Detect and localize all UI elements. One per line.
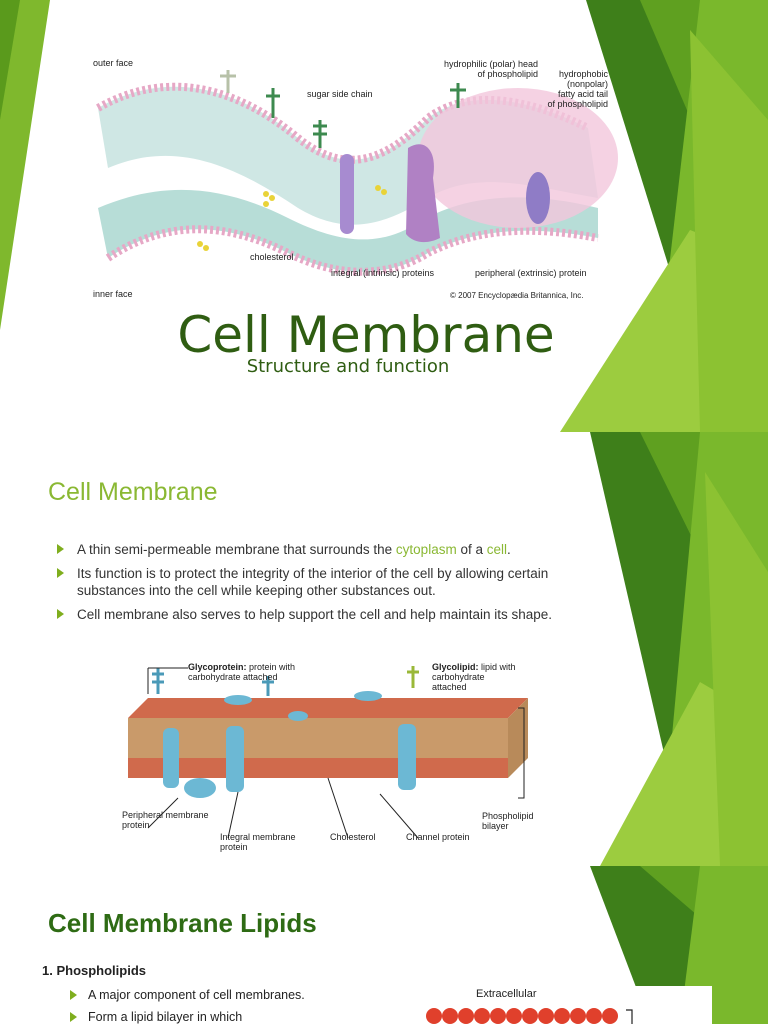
bullet-arrow-icon bbox=[57, 609, 64, 619]
label-hydrophobic-tail: hydrophobic (nonpolar) fatty acid tail o… bbox=[547, 69, 608, 109]
membrane-bilayer-illustration bbox=[128, 666, 528, 839]
label-channel-protein: Channel protein bbox=[406, 832, 470, 842]
bullet-text: Cell membrane also serves to help suppor… bbox=[77, 607, 553, 622]
label-sugar-side-chain: sugar side chain bbox=[307, 89, 373, 99]
glycolipid-term: Glycolipid: bbox=[432, 662, 479, 672]
bullet-item: Form a lipid bilayer in which bbox=[70, 1010, 305, 1024]
bullet-arrow-icon bbox=[70, 1012, 77, 1022]
slide-1: outer face inner face sugar side chain h… bbox=[0, 0, 768, 432]
label-glycoprotein: Glycoprotein: protein with carbohydrate … bbox=[188, 662, 295, 682]
bullet-text: A thin semi-permeable membrane that surr… bbox=[77, 542, 396, 557]
label-outer-face: outer face bbox=[93, 58, 134, 68]
label-hydrophilic-head: hydrophilic (polar) head of phospholipid bbox=[443, 59, 538, 79]
phospholipids-heading: 1. Phospholipids bbox=[42, 963, 147, 978]
glycolipid-desc: lipid with carbohydrate attached bbox=[432, 662, 516, 692]
label-peripheral-membrane-protein: Peripheral membrane protein bbox=[122, 810, 209, 830]
cell-link[interactable]: cell bbox=[486, 542, 507, 557]
phospholipid-heads-row bbox=[426, 1008, 633, 1024]
membrane-3d-illustration bbox=[96, 70, 618, 276]
slide-2-title: Cell Membrane bbox=[48, 478, 218, 506]
bullet-item: Its function is to protect the integrity… bbox=[57, 565, 597, 599]
label-cholesterol-2: Cholesterol bbox=[330, 832, 376, 842]
bullet-text: Its function is to protect the integrity… bbox=[77, 566, 549, 598]
label-glycolipid: Glycolipid: lipid with carbohydrate atta… bbox=[432, 662, 516, 692]
phospholipid-bilayer-figure: Extracellular bbox=[420, 986, 712, 1024]
label-phospholipid-bilayer: Phospholipid bilayer bbox=[482, 811, 534, 831]
glycoprotein-desc: protein with carbohydrate attached bbox=[188, 662, 296, 682]
slide-1-title: Cell Membrane bbox=[177, 306, 555, 364]
copyright-text: © 2007 Encyclopædia Britannica, Inc. bbox=[450, 291, 584, 300]
bullet-arrow-icon bbox=[57, 568, 64, 578]
bullet-text: . bbox=[507, 542, 511, 557]
slide-3-title: Cell Membrane Lipids bbox=[48, 908, 317, 938]
bullet-item: A major component of cell membranes. bbox=[70, 988, 305, 1003]
glycoprotein-term: Glycoprotein: bbox=[188, 662, 247, 672]
bullet-arrow-icon bbox=[57, 544, 64, 554]
bullet-arrow-icon bbox=[70, 990, 77, 1000]
slide-3: Cell Membrane Lipids 1. Phospholipids A … bbox=[0, 866, 768, 1024]
slide-1-subtitle: Structure and function bbox=[246, 356, 450, 377]
bullet-item: Cell membrane also serves to help suppor… bbox=[57, 606, 597, 623]
label-extracellular: Extracellular bbox=[476, 988, 537, 1000]
slide-3-bullet-list: A major component of cell membranes. For… bbox=[70, 988, 305, 1024]
label-integral-proteins: integral (intrinsic) proteins bbox=[331, 268, 435, 278]
cytoplasm-link[interactable]: cytoplasm bbox=[395, 542, 457, 557]
label-inner-face: inner face bbox=[93, 289, 133, 299]
bullet-text: Form a lipid bilayer in which bbox=[88, 1010, 243, 1024]
bullet-text: A major component of cell membranes. bbox=[88, 988, 305, 1002]
label-peripheral-protein: peripheral (extrinsic) protein bbox=[475, 268, 587, 278]
slide-2-bullet-list: A thin semi-permeable membrane that surr… bbox=[57, 541, 597, 630]
bullet-text: of a bbox=[456, 542, 487, 557]
label-cholesterol: cholesterol bbox=[250, 252, 294, 262]
bullet-item: A thin semi-permeable membrane that surr… bbox=[57, 541, 597, 558]
slide-2: Cell Membrane A thin semi-permeable memb… bbox=[0, 432, 768, 866]
label-integral-membrane-protein: Integral membrane protein bbox=[220, 832, 296, 852]
